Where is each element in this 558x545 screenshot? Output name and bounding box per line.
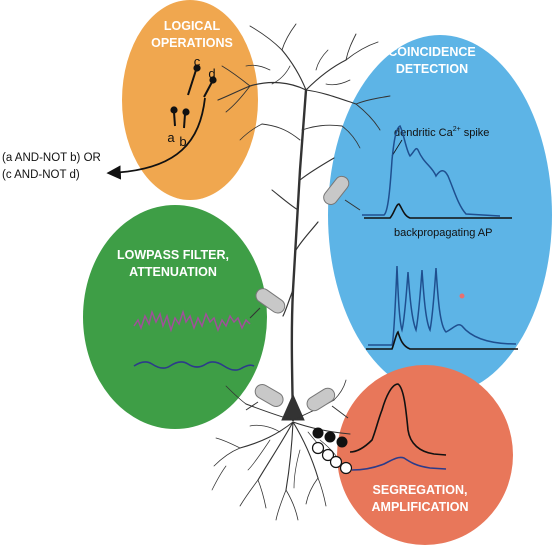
coincidence-title-line1: COINCIDENCE xyxy=(388,45,476,59)
synapse-label-c: c xyxy=(194,54,201,69)
segregation-amplification-region xyxy=(337,365,513,545)
logical-output-line2: (c AND-NOT d) xyxy=(2,169,80,181)
lowpass-output-trace xyxy=(133,361,255,371)
electrode-apical xyxy=(323,175,350,206)
pyramidal-neuron xyxy=(211,23,391,521)
output-arrow xyxy=(106,97,206,180)
segregation-synapses xyxy=(311,427,353,475)
dendritic-calcium-spike-trace xyxy=(362,124,501,217)
lowpass-title-line2: ATTENUATION xyxy=(129,265,217,279)
logical-title-line2: OPERATIONS xyxy=(151,36,233,50)
electrode-soma-right xyxy=(306,387,336,412)
segregation-title-line1: SEGREGATION, xyxy=(373,483,468,497)
logical-output-line1: (a AND-NOT b) OR xyxy=(2,152,101,164)
synapse-label-b: b xyxy=(179,134,186,149)
somatic-burst-trace xyxy=(368,265,517,346)
marker-dot xyxy=(459,293,465,299)
backpropagating-ap-trace xyxy=(364,203,512,219)
amplified-spike-trace xyxy=(349,383,447,456)
synapse-c-d: c d xyxy=(187,54,217,98)
segregated-trace xyxy=(351,456,447,471)
synapse-label-a: a xyxy=(167,130,175,145)
segregation-title-line2: AMPLIFICATION xyxy=(372,500,469,514)
electrode-leads xyxy=(245,199,361,419)
lowpass-title-line1: LOWPASS FILTER, xyxy=(117,248,229,262)
dendritic-spike-pointer xyxy=(391,139,403,157)
dendritic-spike-label: dendritic Ca2+ spike xyxy=(394,126,489,139)
recording-electrodes xyxy=(254,175,350,412)
electrode-soma-left xyxy=(254,384,284,407)
electrode-trunk xyxy=(255,288,286,314)
somatic-baseline-trace xyxy=(366,330,518,350)
synapse-label-d: d xyxy=(208,66,215,81)
coincidence-detection-region xyxy=(328,35,552,395)
lowpass-input-trace xyxy=(133,309,251,333)
logical-title-line1: LOGICAL xyxy=(164,19,221,33)
synapse-a-b: a b xyxy=(167,106,190,149)
logical-operations-region xyxy=(122,0,258,200)
coincidence-title-line2: DETECTION xyxy=(396,62,468,76)
backpropagating-ap-label: backpropagating AP xyxy=(394,227,492,239)
